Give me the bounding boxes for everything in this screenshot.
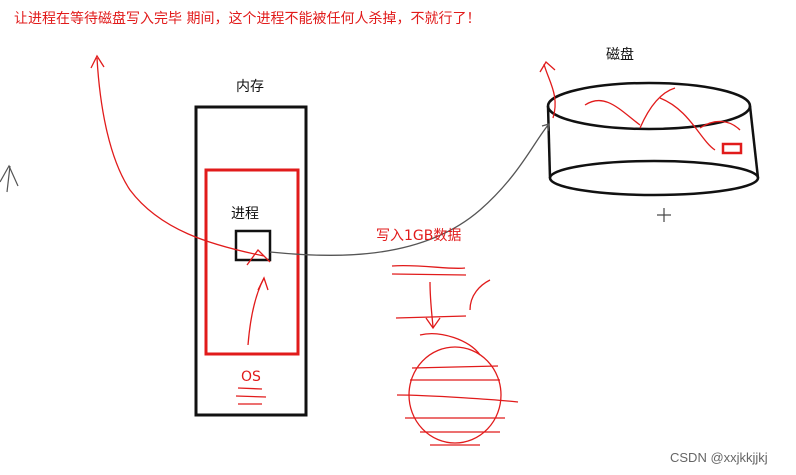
os-region-box [204,168,300,356]
pointer-arrow [90,54,265,257]
disk-sector-marker [721,142,743,155]
circle-scribble [405,346,505,446]
os-scribble [246,249,271,346]
disk-scribbles [539,60,741,151]
top-note: 让进程在等待磁盘写入完毕 期间，这个进程不能被任何人杀掉，不就行了！ [14,11,481,27]
process-box [234,229,272,262]
os-underline-marks [235,387,267,405]
process-label: 进程 [231,206,259,222]
left-edge-mark [0,164,19,193]
os-label: OS [241,369,261,385]
disk-label: 磁盘 [606,47,634,63]
memory-box [194,105,308,417]
watermark: CSDN @xxjkkjjkj [670,450,768,465]
memory-label: 内存 [236,79,264,95]
crosshair-cursor-icon [657,208,671,222]
write-label: 写入1GB数据 [376,228,462,244]
disk-cylinder [546,81,760,197]
write-arrow [269,123,550,257]
